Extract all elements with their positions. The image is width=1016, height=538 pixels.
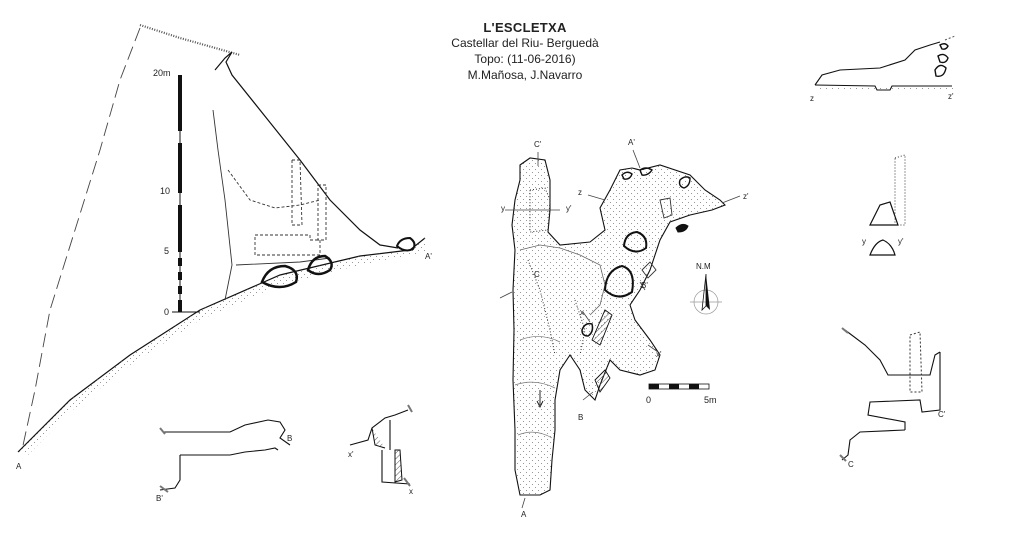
label-b-prime-section: B' <box>156 494 163 503</box>
plan-rock-2 <box>603 264 634 298</box>
plan-contour-2 <box>514 381 556 389</box>
label-c-prime-section: C' <box>938 410 946 419</box>
plan-scale-start: 0 <box>646 395 652 405</box>
section-z-z <box>814 35 956 91</box>
section-b-b <box>159 419 291 493</box>
plan-inner-passage <box>519 244 606 316</box>
plan-dotted-line-2 <box>574 299 586 356</box>
label-c-section: C <box>848 460 854 469</box>
scale-label-10: 10 <box>160 186 171 196</box>
label-y-plan: y <box>501 204 505 213</box>
north-arrow <box>690 273 722 315</box>
plan-hatched-2 <box>594 369 611 393</box>
ground-slope <box>17 237 426 453</box>
boulder-1 <box>260 264 299 289</box>
ground-dots <box>18 238 425 455</box>
label-z-section: z <box>810 94 814 103</box>
plan-scale-bar <box>648 383 710 390</box>
top-hatched-edge <box>139 23 241 57</box>
label-y-section: y <box>862 237 866 246</box>
plan-dotted-shaft <box>529 187 551 233</box>
label-b-prime-plan: B' <box>641 281 648 290</box>
label-c-prime-plan: C' <box>534 140 542 149</box>
plan-rock-1 <box>622 230 648 253</box>
profile-outline <box>214 51 399 249</box>
profile-floor-line <box>235 257 331 266</box>
label-a-profile: A <box>16 462 22 471</box>
label-x-plan: x <box>580 308 584 317</box>
plan-rock-4 <box>678 176 691 189</box>
survey-location: Castellar del Riu- Berguedà <box>451 36 599 50</box>
plan-small-rocks <box>621 167 653 180</box>
label-x-prime-section: x' <box>348 450 354 459</box>
label-z-plan: z <box>578 188 582 197</box>
profile-section <box>17 23 426 455</box>
scale-label-0: 0 <box>164 307 170 317</box>
plan-block-2 <box>641 261 657 279</box>
label-a-prime-plan: A' <box>628 138 635 147</box>
label-x-prime-plan: x' <box>656 350 662 359</box>
label-z-prime-plan: z' <box>743 192 749 201</box>
label-x-section: x <box>409 487 413 496</box>
plan-hatched-1 <box>591 309 613 346</box>
survey-title: L'ESCLETXA <box>483 20 567 35</box>
title-block: L'ESCLETXA Castellar del Riu- Berguedà T… <box>360 20 690 83</box>
scale-label-20m: 20m <box>153 68 171 78</box>
plan-contour-3 <box>517 431 553 439</box>
profile-inner-rect-dashed <box>254 234 321 256</box>
survey-topo-date: Topo: (11-06-2016) <box>474 52 576 66</box>
label-a-plan: A <box>521 510 527 519</box>
plan-rock-3 <box>581 322 594 337</box>
label-z-prime-section: z' <box>948 92 954 101</box>
boulder-3 <box>395 236 416 252</box>
profile-scale-bar <box>172 75 200 313</box>
section-y-y <box>869 154 906 256</box>
plan-view <box>499 149 741 509</box>
plan-scale-end: 5m <box>704 395 717 405</box>
label-y-prime-section: y' <box>898 237 904 246</box>
section-c-c <box>839 327 941 462</box>
profile-inner-dashed <box>227 169 321 209</box>
plan-rock-5 <box>675 223 689 233</box>
label-b-plan: B <box>578 413 584 422</box>
plan-arrow <box>536 390 544 409</box>
label-c-plan: C <box>534 270 540 279</box>
label-a-prime-profile: A' <box>425 252 432 261</box>
label-y-prime-plan: y' <box>566 204 572 213</box>
section-x-x <box>349 404 413 487</box>
profile-left-wall <box>212 109 233 301</box>
north-label: N.M <box>696 262 711 271</box>
survey-authors: M.Mañosa, J.Navarro <box>467 68 583 82</box>
profile-shaft-dashed <box>291 159 327 241</box>
plan-block-1 <box>659 197 673 219</box>
scale-label-5: 5 <box>164 246 170 256</box>
plan-contour-1 <box>519 336 561 343</box>
plan-outline <box>511 157 726 496</box>
surface-dashed-line <box>21 27 141 451</box>
label-b-section: B <box>287 434 293 443</box>
boulder-2 <box>306 254 333 276</box>
